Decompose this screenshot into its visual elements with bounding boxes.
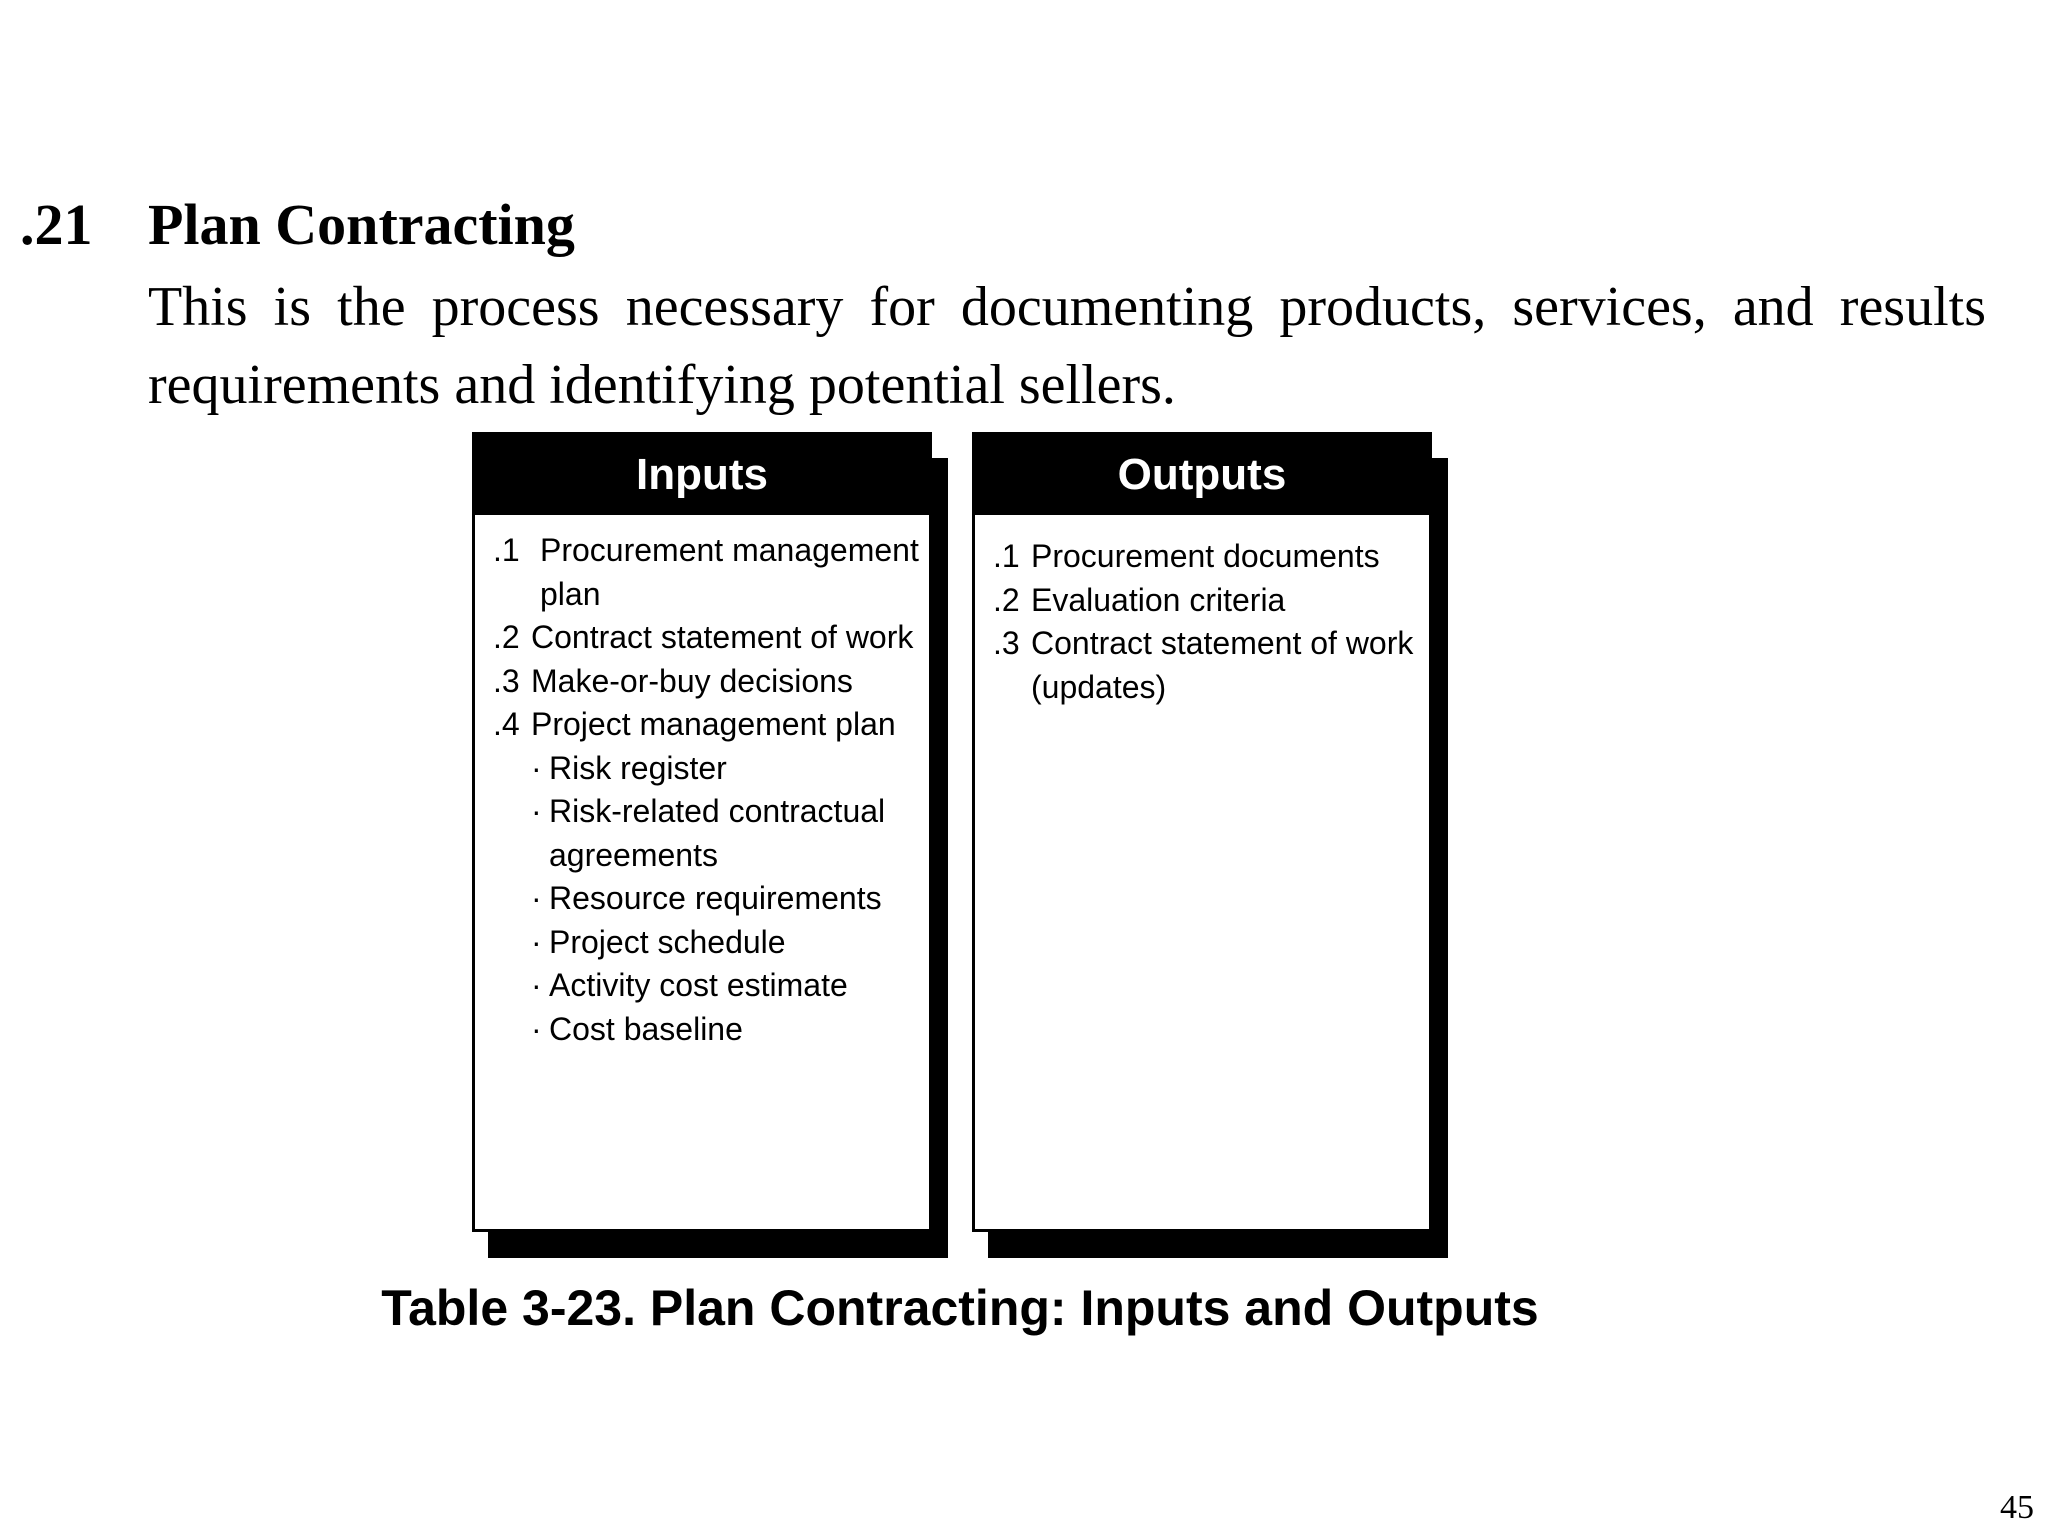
sub-item-text: Cost baseline: [549, 1010, 743, 1047]
section-title: Plan Contracting: [148, 192, 575, 257]
bullet-icon: ·: [531, 793, 542, 829]
bullet-icon: ·: [531, 880, 542, 916]
sub-list-item: · Risk-related contractual agreements: [531, 790, 919, 877]
list-item-group: .4 Project management plan · Risk regist…: [493, 703, 919, 1051]
bullet-icon: ·: [531, 967, 542, 1003]
outputs-panel: Outputs .1 Procurement documents .2 Eval…: [972, 432, 1448, 1258]
outputs-panel-box: Outputs .1 Procurement documents .2 Eval…: [972, 432, 1432, 1232]
item-number: .3: [493, 662, 520, 699]
list-item: .1 Procurement documents: [993, 535, 1419, 579]
sub-list: · Risk register · Risk-related contractu…: [493, 747, 919, 1052]
item-text: Project management plan: [531, 706, 896, 742]
item-number: .1: [493, 532, 520, 568]
bullet-icon: ·: [531, 923, 542, 960]
table-caption: Table 3-23. Plan Contracting: Inputs and…: [381, 1280, 1539, 1336]
list-item: .1 Procurement management plan: [493, 529, 919, 616]
bullet-icon: ·: [531, 749, 542, 786]
item-number: .2: [993, 581, 1020, 618]
item-text: Contract statement of work: [531, 619, 914, 655]
item-number: .4: [493, 706, 520, 742]
page-number: 45: [2000, 1489, 2034, 1526]
sub-list-item: · Resource requirements: [531, 877, 919, 921]
inputs-panel: Inputs .1 Procurement management plan .2…: [472, 432, 948, 1258]
sub-list-item: · Cost baseline: [531, 1008, 919, 1052]
inputs-header: Inputs: [475, 435, 929, 515]
item-text: Procurement documents: [1031, 538, 1380, 574]
item-text: Contract statement of work (updates): [1031, 625, 1414, 705]
sub-item-text: Activity cost estimate: [549, 967, 848, 1003]
section-description: This is the process necessary for docume…: [148, 276, 1986, 416]
sub-item-text: Risk-related contractual agreements: [549, 793, 886, 873]
list-item: .3 Make-or-buy decisions: [493, 660, 919, 704]
list-item: .2 Evaluation criteria: [993, 579, 1419, 623]
sub-item-text: Resource requirements: [549, 880, 882, 916]
item-text: Evaluation criteria: [1031, 581, 1286, 618]
sub-list-item: · Risk register: [531, 747, 919, 791]
inputs-panel-box: Inputs .1 Procurement management plan .2…: [472, 432, 932, 1232]
sub-list-item: · Project schedule: [531, 921, 919, 965]
item-text: Make-or-buy decisions: [531, 662, 853, 699]
outputs-list: .1 Procurement documents .2 Evaluation c…: [975, 515, 1429, 709]
list-item: .2 Contract statement of work: [493, 616, 919, 660]
item-text: Procurement management plan: [540, 532, 919, 612]
sub-item-text: Risk register: [549, 749, 727, 786]
item-number: .1: [993, 538, 1020, 574]
item-number: .3: [993, 625, 1020, 661]
list-item: .3 Contract statement of work (updates): [993, 622, 1419, 709]
outputs-header: Outputs: [975, 435, 1429, 515]
inputs-list: .1 Procurement management plan .2 Contra…: [475, 515, 929, 1051]
sub-item-text: Project schedule: [549, 923, 786, 960]
section-number: .21: [20, 192, 93, 257]
sub-list-item: · Activity cost estimate: [531, 964, 919, 1008]
item-number: .2: [493, 619, 520, 655]
list-item: .4 Project management plan: [493, 703, 919, 747]
bullet-icon: ·: [531, 1010, 542, 1047]
